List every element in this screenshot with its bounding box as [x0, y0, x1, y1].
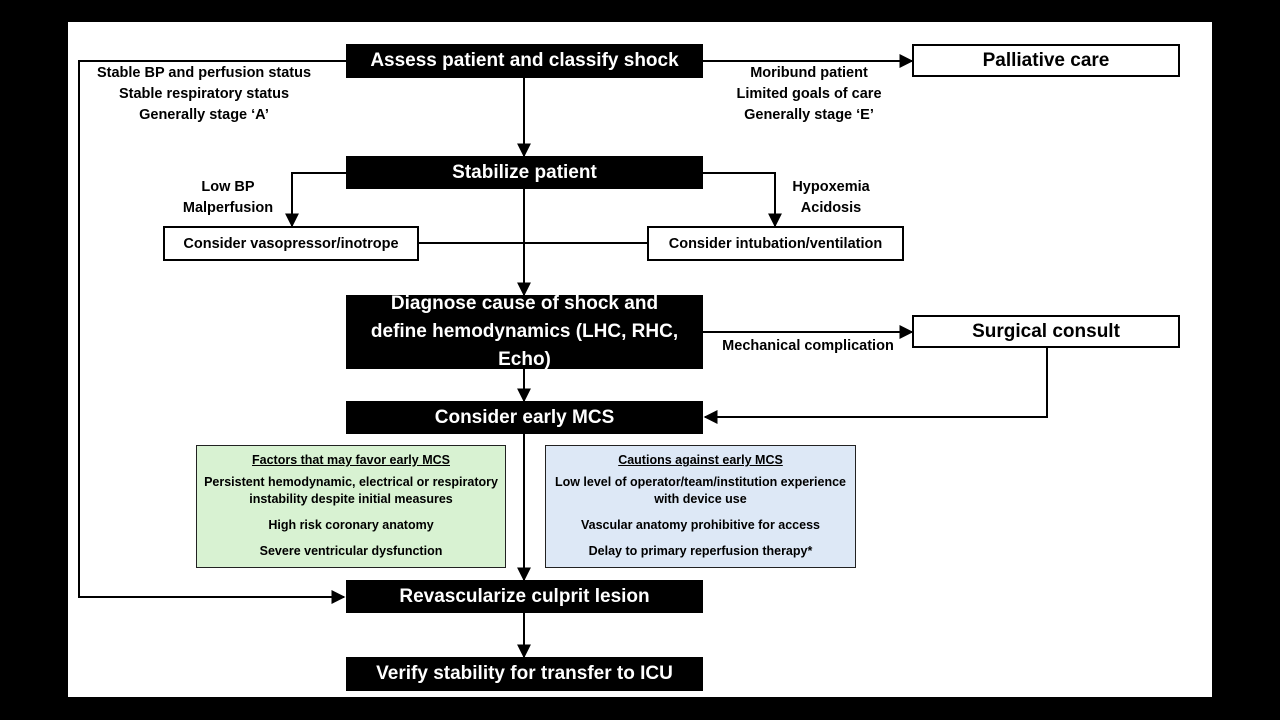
vasopressor-node-text: Consider vasopressor/inotrope — [183, 235, 399, 252]
low-bp-line: Malperfusion — [182, 200, 274, 216]
verify-stability-node: Verify stability for transfer to ICU — [346, 657, 703, 691]
assess-node: Assess patient and classify shock — [346, 44, 703, 78]
revascularize-node-text: Revascularize culprit lesion — [399, 585, 650, 607]
cautions-panel-item: Delay to primary reperfusion therapy* — [588, 544, 813, 558]
favor-panel-item: Severe ventricular dysfunction — [259, 544, 443, 558]
verify-stability-node-text: Verify stability for transfer to ICU — [376, 663, 673, 684]
moribund-criteria-line: Limited goals of care — [736, 86, 882, 102]
assess-node-text: Assess patient and classify shock — [370, 50, 679, 71]
palliative-care-node: Palliative care — [912, 44, 1180, 77]
revascularize-node: Revascularize culprit lesion — [346, 580, 703, 613]
surgical-consult-node: Surgical consult — [912, 315, 1180, 348]
low-bp-line: Low BP — [201, 179, 255, 195]
palliative-care-text: Palliative care — [982, 49, 1110, 71]
cautions-early-mcs-panel: Cautions against early MCS Low level of … — [545, 445, 856, 568]
cautions-panel-item: Low level of operator/team/institution e… — [554, 475, 847, 506]
intubation-node: Consider intubation/ventilation — [647, 226, 904, 261]
cautions-panel-item: Vascular anatomy prohibitive for access — [581, 518, 820, 532]
favor-panel-item: Persistent hemodynamic, electrical or re… — [204, 475, 498, 506]
low-bp-label: Low BP Malperfusion — [168, 177, 288, 219]
stable-criteria-label: Stable BP and perfusion status Stable re… — [86, 63, 322, 126]
mechanical-complication-text: Mechanical complication — [722, 338, 894, 354]
diagnose-node-text: Diagnose cause of shock and define hemod… — [370, 293, 679, 370]
moribund-criteria-line: Moribund patient — [750, 65, 868, 81]
favor-early-mcs-panel: Factors that may favor early MCS Persist… — [196, 445, 506, 568]
surgical-consult-text: Surgical consult — [972, 320, 1120, 342]
favor-panel-item: High risk coronary anatomy — [268, 518, 434, 532]
stabilize-node-text: Stabilize patient — [452, 161, 597, 183]
diagnose-node: Diagnose cause of shock and define hemod… — [346, 293, 703, 370]
stable-criteria-line: Stable respiratory status — [118, 86, 290, 102]
moribund-criteria-line: Generally stage ‘E’ — [744, 107, 874, 123]
stable-criteria-line: Stable BP and perfusion status — [96, 65, 312, 81]
hypoxemia-line: Hypoxemia — [792, 179, 870, 195]
hypoxemia-line: Acidosis — [800, 200, 862, 216]
stable-criteria-line: Generally stage ‘A’ — [139, 107, 269, 123]
early-mcs-node-text: Consider early MCS — [434, 406, 615, 428]
favor-panel-heading: Factors that may favor early MCS — [252, 453, 450, 467]
moribund-criteria-label: Moribund patient Limited goals of care G… — [706, 63, 912, 126]
vasopressor-node: Consider vasopressor/inotrope — [163, 226, 419, 261]
cautions-panel-heading: Cautions against early MCS — [618, 453, 783, 467]
stabilize-node: Stabilize patient — [346, 156, 703, 189]
mechanical-complication-label: Mechanical complication — [710, 336, 906, 357]
hypoxemia-label: Hypoxemia Acidosis — [778, 177, 884, 219]
early-mcs-node: Consider early MCS — [346, 401, 703, 434]
intubation-node-text: Consider intubation/ventilation — [668, 235, 883, 252]
